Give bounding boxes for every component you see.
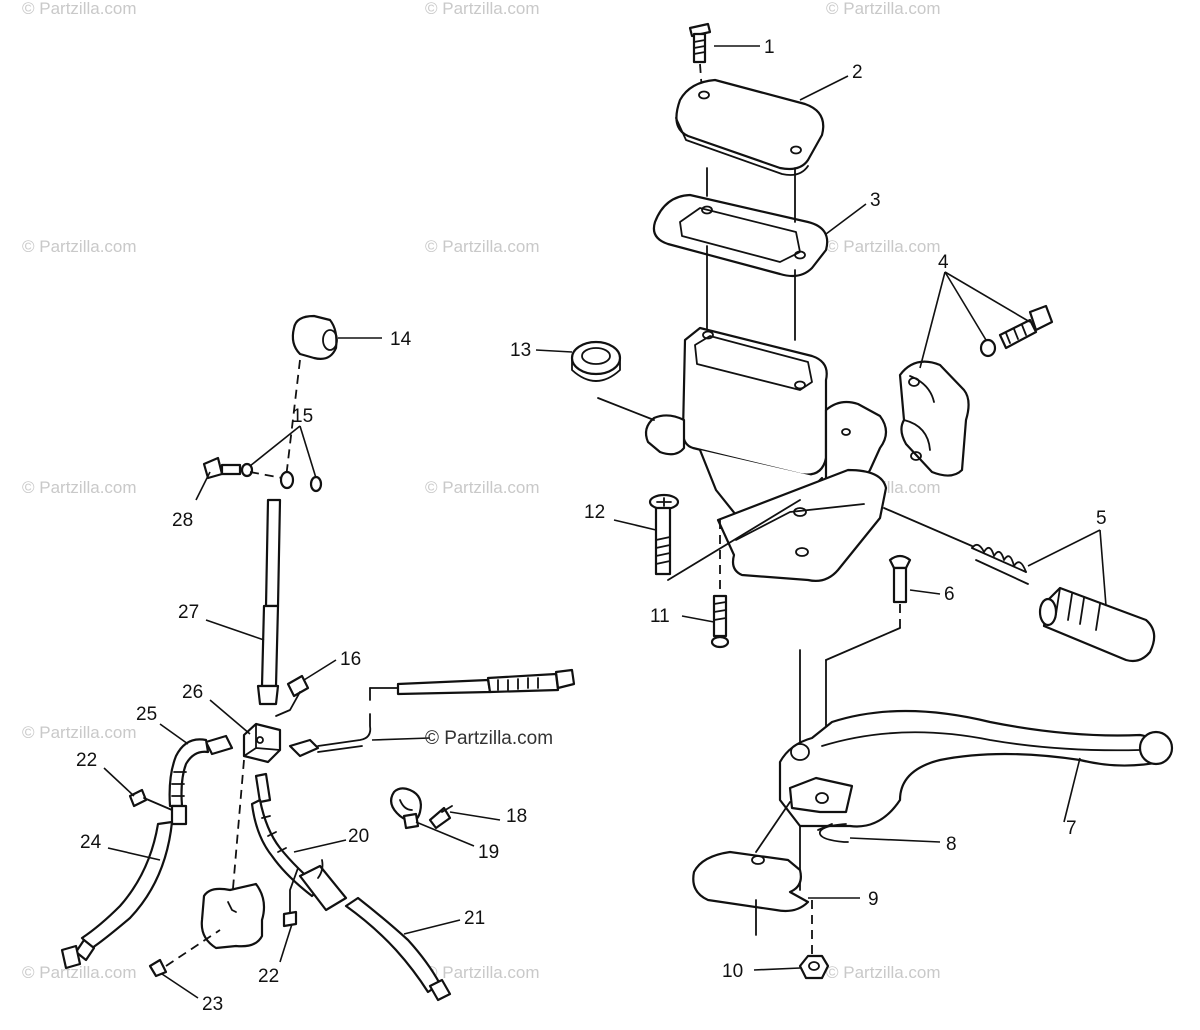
callout-20: 20: [348, 826, 369, 847]
callout-6: 6: [944, 584, 955, 605]
part-19-hose-clamp: [389, 787, 422, 830]
part-3-diaphragm-gasket: [652, 167, 829, 278]
callout-27: 27: [178, 602, 199, 623]
watermark-text: © Partzilla.com: [425, 963, 540, 982]
part-8-lever-spring: [817, 823, 849, 843]
callout-22-left: 22: [76, 750, 97, 771]
callout-3: 3: [870, 190, 881, 211]
callout-9: 9: [868, 889, 879, 910]
callout-14: 14: [390, 329, 412, 350]
callout-25: 25: [136, 704, 157, 725]
callout-15: 15: [292, 406, 313, 427]
part-14-fitting: [285, 314, 338, 479]
watermark-text: © Partzilla.com: [425, 478, 540, 497]
callout-21: 21: [464, 908, 485, 929]
part-2-reservoir-cover: [675, 78, 825, 176]
callout-24: 24: [80, 832, 102, 853]
part-15-crush-washers: [240, 462, 323, 493]
part-12-bracket-screw: [648, 493, 801, 581]
watermark-text: © Partzilla.com: [826, 963, 941, 982]
watermark-text: © Partzilla.com: [826, 0, 941, 18]
callout-16: 16: [340, 649, 361, 670]
callout-7: 7: [1066, 818, 1077, 839]
part-27-brake-hose: [256, 470, 295, 706]
callout-23: 23: [202, 994, 223, 1015]
watermark-text: © Partzilla.com: [22, 723, 137, 742]
callout-4: 4: [938, 252, 949, 273]
part-22-hose-clip: [128, 788, 173, 811]
part-23-mounting-bracket: [148, 759, 266, 978]
watermark-text: © Partzilla.com: [22, 963, 137, 982]
part-17-brake-line: © Partzilla.com: [288, 668, 576, 758]
watermark-text: © Partzilla.com: [826, 237, 941, 256]
part-6-pivot-bolt: [825, 554, 912, 661]
callout-5: 5: [1096, 508, 1107, 529]
callout-2: 2: [852, 62, 863, 83]
part-22-hose-clip: [282, 867, 299, 928]
brake-line-assembly: © Partzilla.com: [60, 314, 576, 1002]
callout-28: 28: [172, 510, 193, 531]
callout-10: 10: [722, 961, 743, 982]
part-21-brake-hose: [344, 896, 452, 1002]
callout-18: 18: [506, 806, 527, 827]
part-13-cap-seal: [570, 340, 622, 382]
callout-11: 11: [650, 606, 670, 627]
part-7-brake-lever: [778, 649, 1174, 891]
part-17-callout-watermark: © Partzilla.com: [425, 728, 553, 749]
watermark-text: © Partzilla.com: [22, 478, 137, 497]
watermark-text: © Partzilla.com: [425, 0, 540, 18]
part-1-cover-screw: [688, 22, 712, 93]
part-16-bleeder-valve: [275, 674, 310, 717]
leader-lines: [103, 45, 1107, 999]
callout-13: 13: [510, 340, 531, 361]
callout-labels: 1 2 3 4 5 6 7 8 9 10 11 12 13 14 15 16 1…: [76, 37, 1107, 1015]
part-28-banjo-bolt: [202, 456, 283, 480]
part-10-lever-nut: [798, 900, 830, 980]
part-4-handlebar-clamp: [898, 304, 1054, 477]
part-11-bracket-screw: [710, 520, 730, 649]
master-cylinder-body: [597, 245, 973, 582]
master-cylinder-assembly: [570, 22, 1174, 980]
callout-12: 12: [584, 502, 605, 523]
callout-22-right: 22: [258, 966, 279, 987]
callout-8: 8: [946, 834, 957, 855]
part-9-lever-pad: [692, 801, 810, 936]
watermark-text: © Partzilla.com: [22, 0, 137, 18]
part-24-brake-hose: [60, 820, 174, 970]
part-18-clip-screw: [428, 805, 453, 830]
part-5-piston-and-spring: [971, 543, 1156, 663]
part-20-brake-hose: [250, 772, 348, 912]
part-26-junction-block: [242, 722, 282, 764]
callout-26: 26: [182, 682, 203, 703]
watermark-text: © Partzilla.com: [425, 237, 540, 256]
watermark-text: © Partzilla.com: [22, 237, 137, 256]
callout-1: 1: [764, 37, 775, 58]
callout-19: 19: [478, 842, 499, 863]
part-25-brake-hose: [168, 734, 234, 826]
